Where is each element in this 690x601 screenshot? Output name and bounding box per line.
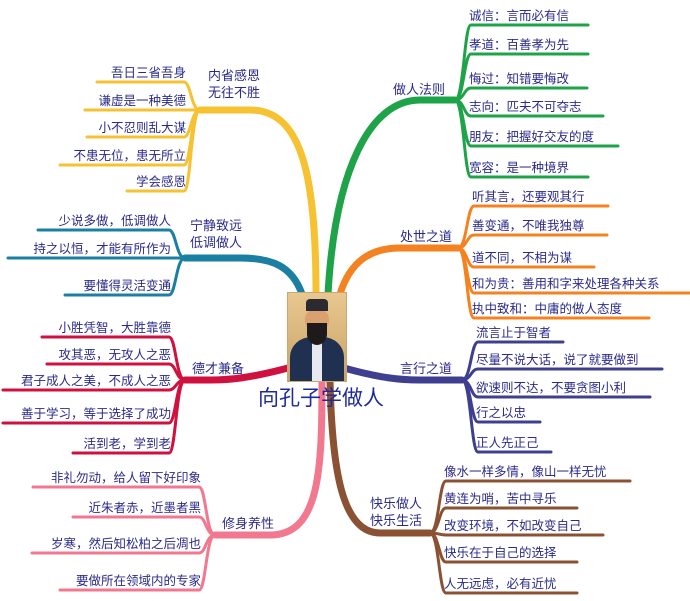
- branch-trunk-zuoren: [324, 96, 459, 298]
- branch-trunk-ningjing: [181, 254, 306, 298]
- branch-label-chushi[interactable]: 处世之道: [400, 229, 452, 246]
- list-item[interactable]: 行之以忠: [476, 405, 527, 420]
- list-item[interactable]: 善于学习，等于选择了成功: [20, 406, 171, 421]
- list-item[interactable]: 志向：匹夫不可夺志: [469, 99, 582, 114]
- branch-label-kuaile[interactable]: 快乐做人快乐生活: [370, 496, 422, 530]
- branch-label-line: 快乐做人: [370, 497, 423, 512]
- branch-label-line: 无往不胜: [208, 86, 261, 101]
- branch-ningjing: [6, 228, 306, 298]
- item-underline: [460, 378, 553, 454]
- item-underline: [460, 367, 664, 382]
- item-underline: [58, 533, 217, 592]
- list-item[interactable]: 流言止于智者: [476, 325, 552, 340]
- branch-zuoren: [324, 23, 620, 298]
- branch-label-line: 做人法则: [393, 83, 446, 98]
- list-item[interactable]: 和为贵：善用和字来处理各种关系: [472, 276, 660, 291]
- branch-label-yanxing[interactable]: 言行之道: [400, 361, 452, 378]
- list-item[interactable]: 孝道：百善孝为先: [469, 37, 570, 52]
- branch-label-line: 低调做人: [190, 236, 243, 251]
- branch-trunk-neixing: [196, 106, 320, 298]
- list-item[interactable]: 诚信：言而必有信: [469, 8, 570, 23]
- branch-decai: [1, 335, 292, 455]
- list-item[interactable]: 快乐在于自己的选择: [444, 545, 557, 560]
- branch-trunk-xiushen: [211, 376, 326, 539]
- branch-label-line: 处世之道: [400, 230, 453, 245]
- item-underline: [453, 98, 590, 179]
- branch-xiushen: [30, 376, 326, 592]
- list-item[interactable]: 改变环境，不如改变自己: [444, 518, 582, 533]
- list-item[interactable]: 要做所在领域内的专家: [75, 573, 201, 588]
- branch-neixing: [58, 80, 320, 298]
- branch-label-xiushen[interactable]: 修身养性: [222, 516, 274, 533]
- list-item[interactable]: 学会感恩: [135, 174, 186, 189]
- list-item[interactable]: 正人先正己: [476, 435, 539, 450]
- branch-kuaile: [326, 376, 632, 595]
- branch-label-line: 言行之道: [400, 362, 453, 377]
- list-item[interactable]: 非礼勿动，给人留下好印象: [50, 470, 201, 485]
- item-underline: [428, 531, 605, 537]
- confucius-portrait: [287, 292, 347, 382]
- list-item[interactable]: 持之以恒，才能有所作为: [33, 241, 171, 256]
- item-underline: [71, 378, 187, 455]
- branch-label-decai[interactable]: 德才兼备: [192, 361, 244, 378]
- branch-trunk-decai: [181, 364, 292, 384]
- item-underline: [456, 233, 609, 250]
- branch-label-line: 宁静致远: [190, 219, 243, 234]
- branch-label-zuoren[interactable]: 做人法则: [393, 82, 445, 99]
- list-item[interactable]: 执中致和：中庸的做人态度: [472, 301, 623, 316]
- branch-trunk-chushi: [336, 244, 462, 298]
- list-item[interactable]: 尽量不说大话，说了就要做到: [476, 352, 639, 367]
- list-item[interactable]: 少说多做，低调做人: [58, 213, 171, 228]
- item-underline: [456, 246, 651, 320]
- item-underline: [63, 256, 187, 297]
- central-topic: 向孔子学做人: [258, 386, 384, 410]
- list-item[interactable]: 道不同，不相为谋: [472, 250, 573, 265]
- branch-trunk-yanxing: [340, 364, 466, 384]
- list-item[interactable]: 人无远虑，必有近忧: [444, 576, 557, 591]
- list-item[interactable]: 君子成人之美，不成人之恶: [20, 373, 171, 388]
- list-item[interactable]: 岁寒，然后知松柏之后凋也: [50, 536, 201, 551]
- list-item[interactable]: 听其言，还要观其行: [472, 189, 585, 204]
- list-item[interactable]: 要懂得灵活变通: [83, 278, 171, 293]
- list-item[interactable]: 不患无位，患无所立: [73, 148, 186, 163]
- list-item[interactable]: 近朱者赤，近墨者黑: [88, 500, 201, 515]
- branch-label-line: 快乐生活: [370, 514, 423, 529]
- item-underline: [428, 531, 579, 595]
- list-item[interactable]: 黄连为哨，苦中寻乐: [444, 491, 557, 506]
- item-underline: [125, 108, 202, 193]
- list-item[interactable]: 像水一样多情，像山一样无忧: [444, 464, 607, 479]
- branch-label-ningjing[interactable]: 宁静致远低调做人: [190, 218, 242, 252]
- item-underline: [71, 515, 217, 537]
- branch-yanxing: [340, 340, 664, 454]
- branch-trunk-kuaile: [326, 376, 434, 537]
- list-item[interactable]: 攻其恶，无攻人之恶: [58, 347, 171, 362]
- list-item[interactable]: 活到老，学到老: [83, 436, 171, 451]
- branch-label-neixing[interactable]: 内省感恩无往不胜: [208, 68, 260, 102]
- list-item[interactable]: 宽容：是一种境界: [469, 160, 570, 175]
- list-item[interactable]: 朋友：把握好交友的度: [469, 129, 595, 144]
- list-item[interactable]: 小不忍则乱大谋: [98, 120, 186, 135]
- list-item[interactable]: 吾日三省吾身: [110, 65, 186, 80]
- branch-chushi: [336, 204, 690, 320]
- list-item[interactable]: 善变通，不唯我独尊: [472, 218, 585, 233]
- branch-label-line: 德才兼备: [192, 362, 245, 377]
- branch-label-line: 内省感恩: [208, 69, 261, 84]
- list-item[interactable]: 悔过：知错要悔改: [469, 71, 570, 86]
- list-item[interactable]: 小胜凭智，大胜靠德: [58, 320, 171, 335]
- list-item[interactable]: 欲速则不达，不要贪图小利: [476, 380, 627, 395]
- branch-label-line: 修身养性: [222, 517, 275, 532]
- list-item[interactable]: 谦虚是一种美德: [98, 93, 186, 108]
